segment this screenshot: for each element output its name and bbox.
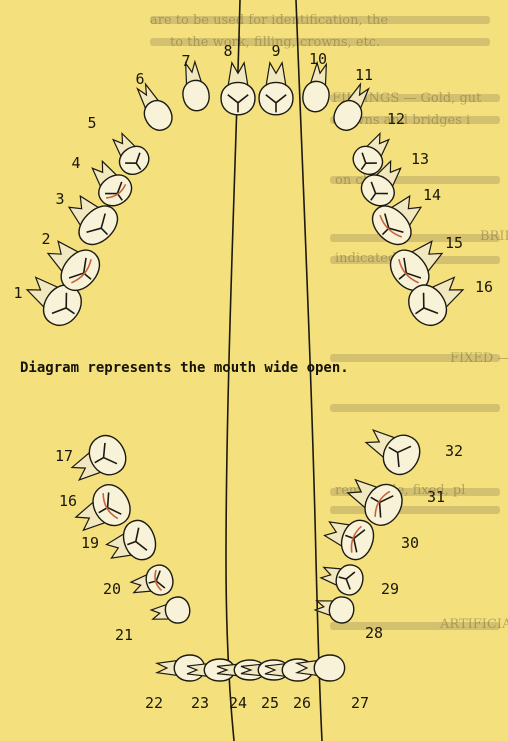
tooth-crown [314, 655, 344, 681]
lower-tooth-number: 27 [351, 694, 369, 712]
upper-tooth-number: 16 [475, 278, 493, 296]
upper-tooth-number: 3 [55, 190, 64, 208]
bleed-through-word: BRIDGES — pins [480, 229, 508, 244]
lower-tooth [341, 468, 409, 531]
lower-tooth-number: 21 [115, 626, 133, 644]
upper-tooth-number: 1 [13, 284, 22, 302]
lower-tooth [314, 593, 356, 625]
tooth-crown [365, 199, 418, 252]
lower-tooth-number: 31 [427, 488, 445, 506]
lower-tooth-number: 30 [401, 534, 419, 552]
diagram-caption: Diagram represents the mouth wide open. [20, 360, 349, 376]
upper-tooth [259, 63, 293, 115]
upper-tooth-number: 8 [223, 42, 232, 60]
upper-tooth-number: 2 [41, 230, 50, 248]
lower-tooth [66, 429, 133, 491]
tooth-crown [333, 562, 366, 598]
lower-tooth-number: 32 [445, 442, 463, 460]
bleed-through-word: are to be used for identification, the [150, 13, 388, 28]
upper-tooth-number: 12 [387, 110, 405, 128]
bleed-through-word: FIXED — indicated [450, 351, 508, 366]
lower-tooth-number: 20 [103, 580, 121, 598]
tooth-crown [300, 79, 331, 113]
lower-tooth-number: 26 [293, 694, 311, 712]
upper-tooth [130, 80, 177, 135]
lower-tooth [360, 419, 427, 481]
upper-tooth-number: 9 [271, 42, 280, 60]
upper-tooth-number: 11 [355, 66, 373, 84]
lower-tooth-number: 19 [81, 534, 99, 552]
lower-tooth-number: 29 [381, 580, 399, 598]
lower-tooth-number: 28 [365, 624, 383, 642]
upper-tooth-number: 14 [423, 186, 441, 204]
upper-tooth-number: 6 [135, 70, 144, 88]
upper-tooth-number: 10 [309, 50, 327, 68]
lower-tooth-number: 25 [261, 694, 279, 712]
lower-tooth-number: 16 [59, 492, 77, 510]
upper-tooth [300, 61, 334, 114]
lower-tooth [318, 558, 366, 598]
tooth-crown [163, 595, 191, 625]
bleed-through-word: ARTIFICIAL — Plate o [439, 617, 508, 632]
upper-tooth-number: 13 [411, 150, 429, 168]
bleed-through-line [330, 404, 500, 412]
lower-tooth-number: 23 [191, 694, 209, 712]
tooth-crown [327, 595, 355, 625]
upper-tooth-number: 4 [71, 154, 80, 172]
bleed-through-line [330, 506, 500, 514]
lower-tooth-number: 24 [229, 694, 247, 712]
tooth-crown [72, 199, 125, 252]
upper-tooth-number: 7 [181, 52, 190, 70]
lower-tooth-number: 22 [145, 694, 163, 712]
tooth-crown [143, 562, 176, 598]
lower-tooth [128, 562, 176, 602]
lower-tooth-number: 17 [55, 447, 73, 465]
upper-tooth-number: 15 [445, 234, 463, 252]
upper-tooth-number: 5 [87, 114, 96, 132]
lower-tooth [150, 595, 192, 627]
tooth-crown [118, 516, 160, 564]
tooth-crown [181, 78, 212, 112]
bleed-through-line [330, 234, 500, 242]
